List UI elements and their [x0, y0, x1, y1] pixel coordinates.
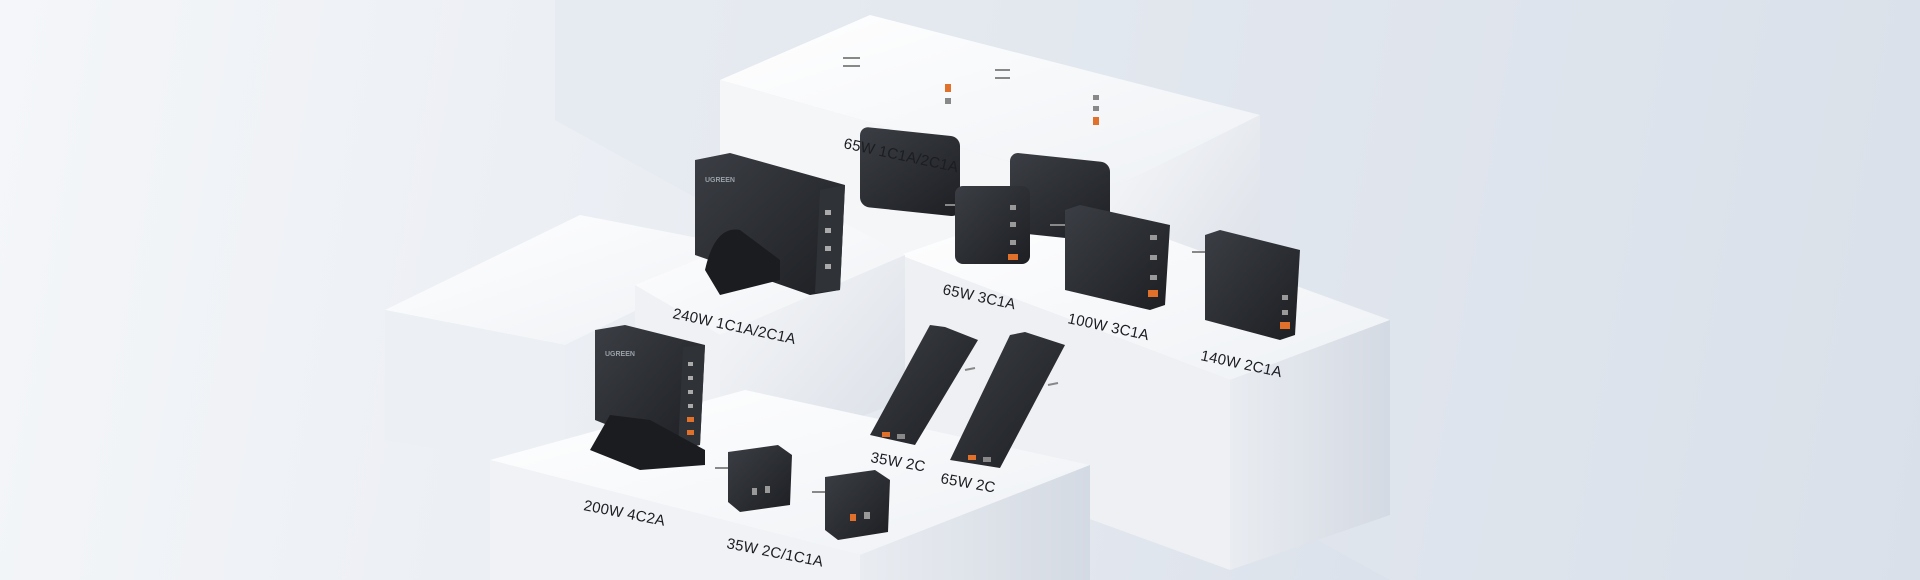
charger-65w-1c1a: [843, 57, 960, 217]
desktop-charger-200w: UGREEN: [590, 325, 705, 470]
brand-mark: UGREEN: [605, 351, 635, 358]
charger-140w-2c1a: [1192, 230, 1300, 340]
brand-mark: UGREEN: [705, 177, 735, 184]
slim-charger-65w: [950, 332, 1065, 468]
cube-charger-35w-2c: [715, 445, 792, 512]
desktop-charger-240w: UGREEN: [695, 153, 845, 295]
cube-charger-35w-1c1a: [812, 470, 890, 540]
slim-charger-35w: [870, 325, 978, 445]
charger-65w-3c1a: [945, 186, 1030, 264]
pedestal-left: [385, 215, 760, 470]
charger-100w-3c1a: [1050, 205, 1170, 310]
